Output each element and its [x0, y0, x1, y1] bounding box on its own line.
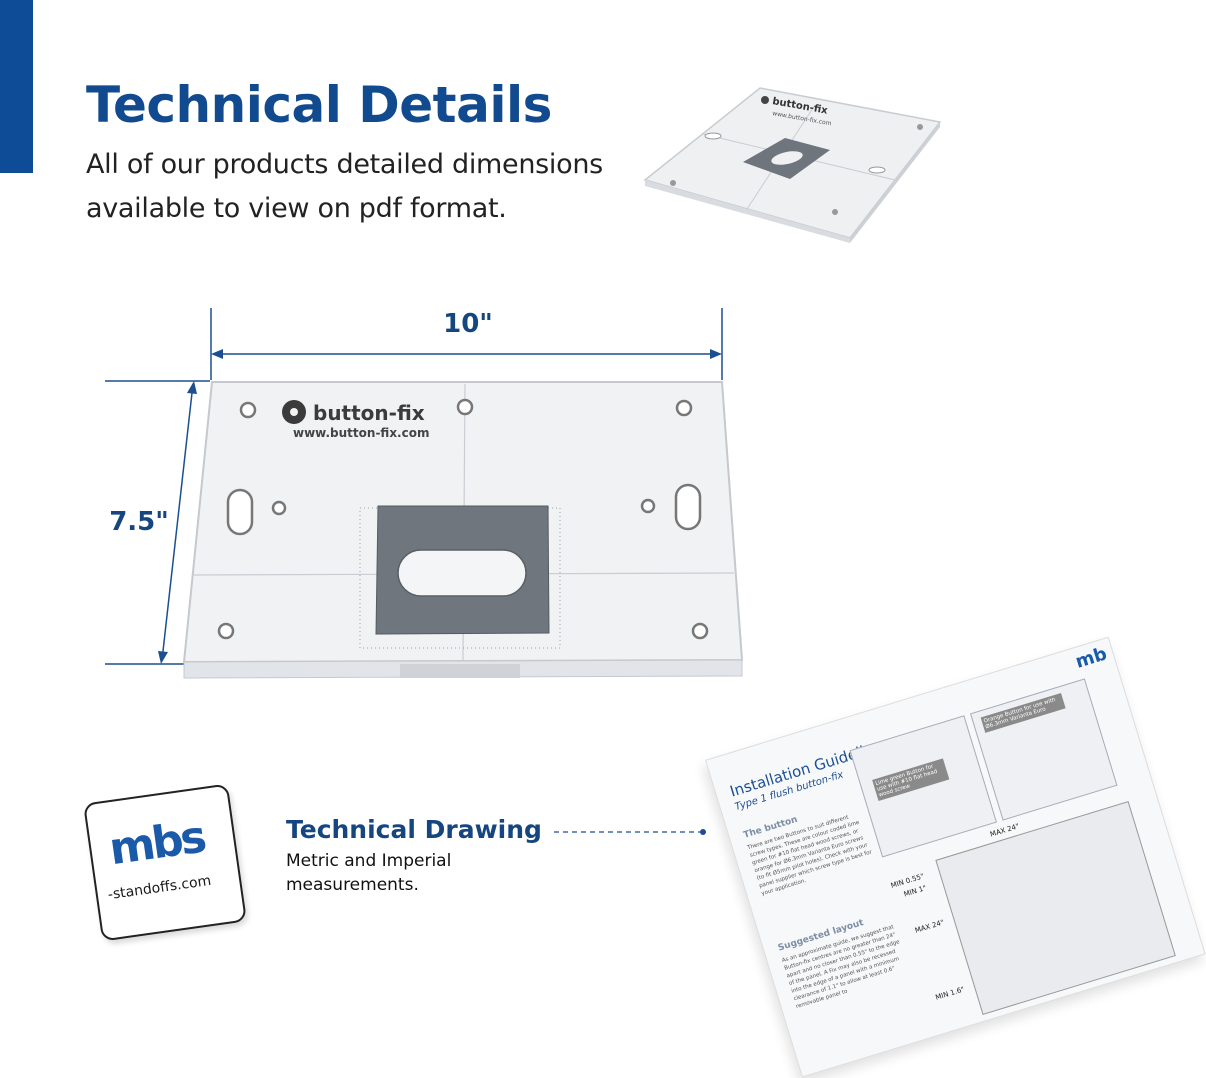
doc-layout-diagram: [935, 800, 1176, 1015]
doc-dim-label: MIN 1.6": [934, 985, 966, 1002]
plate-url: www.button-fix.com: [293, 426, 429, 440]
doc-dim-label: MAX 24": [914, 918, 946, 935]
doc-dim-label: MIN 1": [902, 884, 928, 899]
plate-drawing: 10" 7.5" button-fix www.button-fix.com: [105, 308, 744, 835]
doc-illustration-label: Orange Button for use with Ø6.3mm Varian…: [980, 692, 1066, 733]
doc-logo: mb: [1073, 643, 1110, 673]
plate-thumbnail: button-fix www.button-fix.com: [643, 87, 942, 243]
page-subtitle: All of our products detailed dimensions …: [86, 149, 603, 224]
height-label: 7.5": [109, 507, 169, 537]
width-label: 10": [443, 309, 493, 339]
technical-drawing-subtitle: Metric and Imperial measurements.: [286, 851, 452, 895]
plate-brand: button-fix: [313, 401, 425, 425]
doc-illustration-lime: Lime green Button for use with #10 flat …: [849, 715, 997, 858]
page-title: Technical Details: [86, 76, 552, 134]
accent-bar: [0, 0, 33, 173]
doc-illustration-label: Lime green Button for use with #10 flat …: [872, 758, 950, 802]
doc-illustration-orange: Orange Button for use with Ø6.3mm Varian…: [969, 678, 1118, 821]
mbs-logo: mbs -standoffs.com: [83, 783, 247, 942]
technical-drawing-title: Technical Drawing: [286, 815, 542, 844]
logo-mark: mbs: [106, 811, 207, 876]
logo-text: -standoffs.com: [106, 872, 213, 904]
